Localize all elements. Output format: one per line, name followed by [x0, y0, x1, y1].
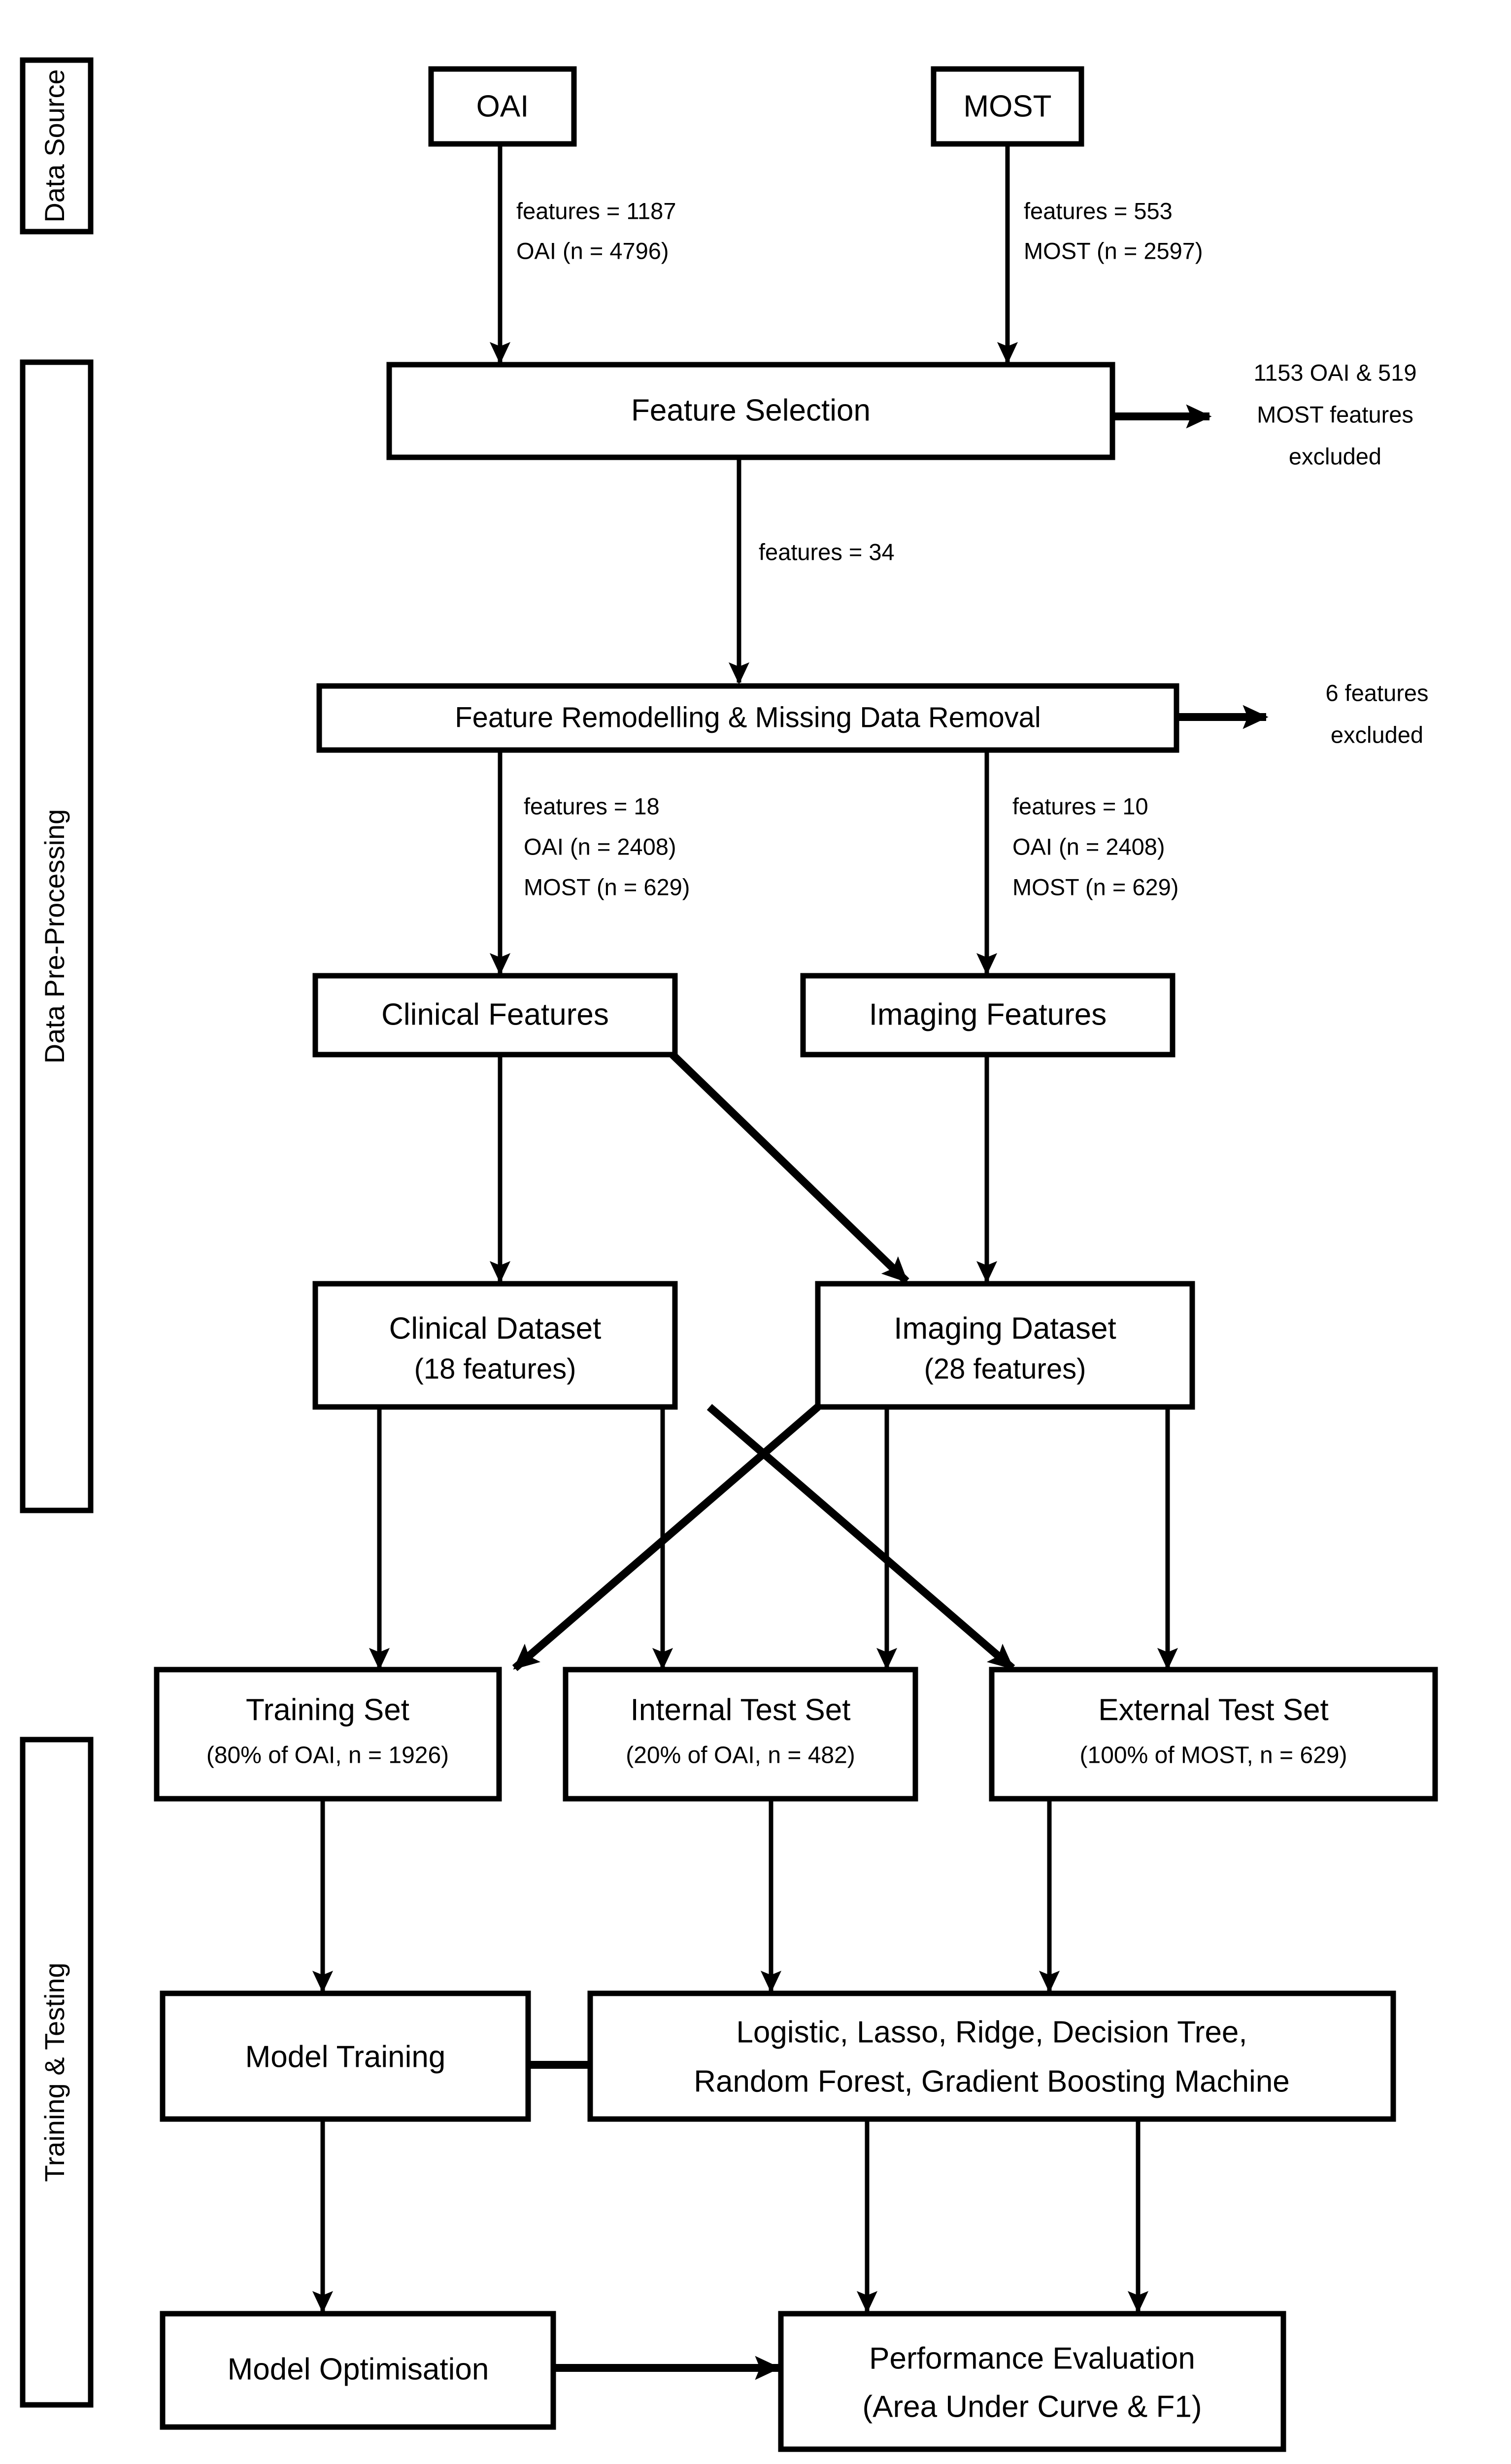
- node-algorithms-label-line1: Logistic, Lasso, Ridge, Decision Tree,: [736, 2015, 1247, 2049]
- node-clinical-dataset[interactable]: Clinical Dataset (18 features): [312, 1281, 678, 1410]
- node-clinical-features[interactable]: Clinical Features: [312, 973, 678, 1058]
- node-training-set-label-line1: Training Set: [246, 1693, 409, 1727]
- node-external-test-set-label-line1: External Test Set: [1098, 1693, 1329, 1727]
- node-imaging-features-box[interactable]: [800, 973, 1175, 1058]
- note-feature-selection-exclusion: 1153 OAI & 519 MOST features excluded: [1254, 359, 1417, 469]
- edge-label-clinical-oai-n: OAI (n = 2408): [524, 833, 676, 859]
- node-feature-remodelling-box[interactable]: [316, 683, 1179, 753]
- node-feature-selection[interactable]: Feature Selection: [386, 362, 1115, 460]
- edge-clinical-features-to-imaging-dataset: [670, 1052, 909, 1284]
- lane-data-source: Data Source: [20, 57, 94, 235]
- lane-training-testing-bracket: [20, 1737, 94, 2408]
- node-imaging-dataset-box[interactable]: [815, 1281, 1195, 1410]
- note-feature-selection-line1: 1153 OAI & 519: [1254, 359, 1417, 385]
- node-oai-box[interactable]: [428, 66, 577, 147]
- edge-label-most-features: features = 553: [1024, 198, 1173, 224]
- node-oai-label: OAI: [476, 89, 529, 123]
- edge-label-oai-n: OAI (n = 4796): [516, 238, 669, 264]
- node-internal-test-set-label-line1: Internal Test Set: [631, 1693, 851, 1727]
- node-performance-evaluation-box[interactable]: [778, 2311, 1286, 2452]
- edge-label-most-n: MOST (n = 2597): [1024, 238, 1203, 264]
- note-feature-selection-line3: excluded: [1289, 443, 1381, 469]
- node-model-optimisation[interactable]: Model Optimisation: [160, 2311, 556, 2430]
- node-clinical-features-label: Clinical Features: [381, 997, 609, 1031]
- node-algorithms[interactable]: Logistic, Lasso, Ridge, Decision Tree, R…: [587, 1990, 1396, 2122]
- edge-label-feature-selection-out: features = 34: [759, 539, 895, 565]
- note-feature-remodelling-line2: excluded: [1331, 721, 1423, 748]
- node-imaging-dataset-label-line2: (28 features): [924, 1353, 1086, 1385]
- node-model-optimisation-box[interactable]: [160, 2311, 556, 2430]
- node-training-set[interactable]: Training Set (80% of OAI, n = 1926): [154, 1667, 502, 1802]
- node-clinical-features-box[interactable]: [312, 973, 678, 1058]
- node-most[interactable]: MOST: [931, 66, 1084, 147]
- edge-clinical-dataset-to-external-test-set: [706, 1403, 1015, 1672]
- node-feature-remodelling[interactable]: Feature Remodelling & Missing Data Remov…: [316, 683, 1179, 753]
- node-external-test-set[interactable]: External Test Set (100% of MOST, n = 629…: [989, 1667, 1438, 1802]
- node-clinical-dataset-label-line1: Clinical Dataset: [389, 1311, 602, 1345]
- lane-data-source-bracket: [20, 57, 94, 235]
- edge-imaging-dataset-to-training-set: [512, 1403, 821, 1672]
- node-clinical-dataset-box[interactable]: [312, 1281, 678, 1410]
- node-model-training[interactable]: Model Training: [160, 1990, 531, 2122]
- node-model-training-label: Model Training: [245, 2040, 446, 2074]
- edge-label-imaging-oai-n: OAI (n = 2408): [1012, 833, 1165, 859]
- node-internal-test-set-box[interactable]: [563, 1667, 918, 1802]
- node-performance-evaluation[interactable]: Performance Evaluation (Area Under Curve…: [778, 2311, 1286, 2452]
- node-training-set-label-line2: (80% of OAI, n = 1926): [206, 1743, 449, 1769]
- node-imaging-features[interactable]: Imaging Features: [800, 973, 1175, 1058]
- node-imaging-dataset[interactable]: Imaging Dataset (28 features): [815, 1281, 1195, 1410]
- edge-label-clinical-most-n: MOST (n = 629): [524, 874, 690, 900]
- node-feature-remodelling-label: Feature Remodelling & Missing Data Remov…: [455, 701, 1041, 733]
- edge-label-imaging-features-count: features = 10: [1012, 793, 1148, 819]
- note-feature-remodelling-exclusion: 6 features excluded: [1325, 680, 1428, 748]
- edge-label-oai-features: features = 1187: [516, 198, 676, 224]
- lane-data-source-label: Data Source: [39, 69, 70, 222]
- node-external-test-set-box[interactable]: [989, 1667, 1438, 1802]
- node-most-box[interactable]: [931, 66, 1084, 147]
- node-external-test-set-label-line2: (100% of MOST, n = 629): [1080, 1743, 1347, 1769]
- lane-data-preprocessing-bracket: [20, 359, 94, 1513]
- node-internal-test-set-label-line2: (20% of OAI, n = 482): [626, 1743, 855, 1769]
- node-oai[interactable]: OAI: [428, 66, 577, 147]
- node-model-optimisation-label: Model Optimisation: [228, 2352, 489, 2386]
- node-algorithms-box[interactable]: [587, 1990, 1396, 2122]
- node-feature-selection-box[interactable]: [386, 362, 1115, 460]
- node-imaging-features-label: Imaging Features: [869, 997, 1107, 1031]
- note-feature-remodelling-line1: 6 features: [1325, 680, 1428, 706]
- edge-label-clinical-features-count: features = 18: [524, 793, 660, 819]
- node-clinical-dataset-label-line2: (18 features): [414, 1353, 576, 1385]
- node-training-set-box[interactable]: [154, 1667, 502, 1802]
- node-performance-evaluation-label-line1: Performance Evaluation: [869, 2341, 1195, 2375]
- node-feature-selection-label: Feature Selection: [631, 393, 871, 427]
- node-algorithms-label-line2: Random Forest, Gradient Boosting Machine: [694, 2064, 1290, 2098]
- lane-data-preprocessing: Data Pre-Processing: [20, 359, 94, 1513]
- lane-training-testing-label: Training & Testing: [39, 1962, 70, 2182]
- node-model-training-box[interactable]: [160, 1990, 531, 2122]
- edge-label-imaging-most-n: MOST (n = 629): [1012, 874, 1178, 900]
- node-internal-test-set[interactable]: Internal Test Set (20% of OAI, n = 482): [563, 1667, 918, 1802]
- node-most-label: MOST: [963, 89, 1051, 123]
- node-performance-evaluation-label-line2: (Area Under Curve & F1): [862, 2390, 1202, 2424]
- note-feature-selection-line2: MOST features: [1257, 401, 1413, 427]
- node-imaging-dataset-label-line1: Imaging Dataset: [894, 1311, 1116, 1345]
- lane-data-preprocessing-label: Data Pre-Processing: [39, 809, 70, 1064]
- lane-training-testing: Training & Testing: [20, 1737, 94, 2408]
